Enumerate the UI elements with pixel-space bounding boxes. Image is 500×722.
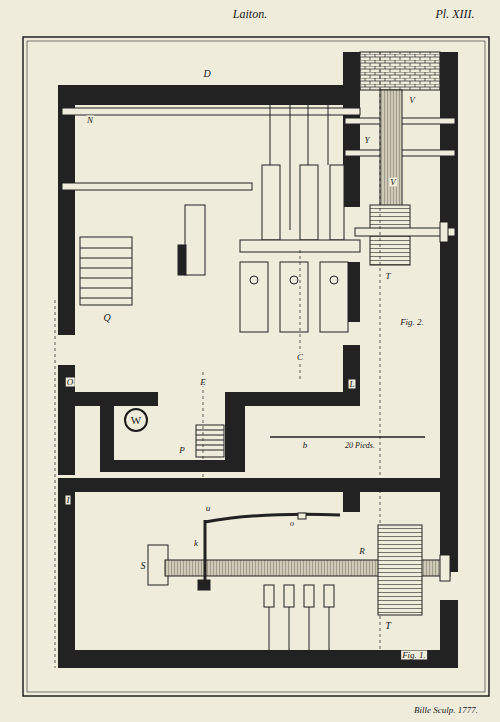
part-letter: E [199,378,207,387]
plate-title: Laiton. [232,8,268,20]
walls [58,52,458,668]
part-letter: b [302,441,309,450]
part-letter: I [66,496,71,505]
water-wheel-fig2 [355,205,455,265]
well-letter: W [131,415,141,426]
part-letter: 20 Pieds. [344,442,376,450]
staircases [80,237,224,457]
part-letter: L [348,380,355,389]
part-letter: O [66,378,75,387]
part-letter: Bille Sculp. 1777. [413,706,479,715]
part-letter: S [140,561,147,571]
part-letter: u [205,504,212,513]
part-letter: o [289,520,295,528]
beams [62,90,455,210]
part-letter: Q [102,313,111,323]
hammers-fig1 [264,585,334,650]
part-letter: R [358,547,366,556]
part-letter: D [202,69,211,79]
part-letter: P [178,446,186,455]
part-letter: C [296,353,304,362]
camshaft-fig1 [148,513,450,615]
part-letter: Fig. 2. [399,318,425,327]
well-circle: W [124,408,148,432]
plate-border [23,37,489,696]
part-letter: Pl. XIII. [435,8,476,20]
hammers-fig2 [178,105,360,332]
part-letter: V [408,96,416,105]
part-letter: V [389,178,397,187]
part-letter: Y [363,136,370,145]
part-letter: N [86,116,94,125]
part-letter: k [193,539,199,548]
part-letter: T [384,621,392,631]
brick-sluice [360,52,440,90]
part-letter: T [384,272,391,281]
part-letter: Fig. 1. [401,651,427,660]
